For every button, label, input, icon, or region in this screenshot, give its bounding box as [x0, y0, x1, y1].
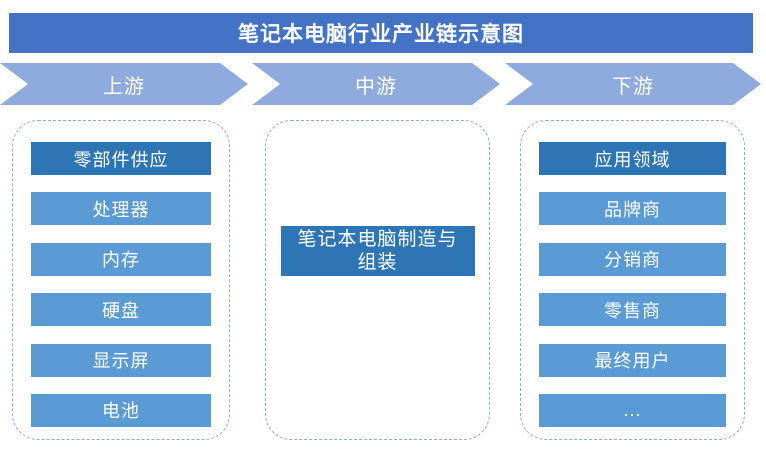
- downstream-header-box: 应用领域: [539, 142, 726, 175]
- downstream-item-stack: 应用领域 品牌商 分销商 零售商 最终用户 ...: [521, 121, 744, 439]
- upstream-panel: 零部件供应 处理器 内存 硬盘 显示屏 电池: [12, 120, 230, 440]
- upstream-header-box: 零部件供应: [31, 142, 211, 175]
- midstream-manufacturing-box: 笔记本电脑制造与 组装: [280, 226, 475, 277]
- upstream-item-stack: 零部件供应 处理器 内存 硬盘 显示屏 电池: [13, 121, 229, 439]
- upstream-item-box-battery: 电池: [31, 393, 211, 427]
- downstream-item-box-retailer: 零售商: [539, 293, 726, 327]
- downstream-item-box-more: ...: [539, 393, 726, 427]
- diagram-title: 笔记本电脑行业产业链示意图: [9, 13, 753, 53]
- upstream-item-box-harddisk: 硬盘: [31, 293, 211, 327]
- downstream-item-box-distributor: 分销商: [539, 242, 726, 276]
- stage-arrow-downstream: 下游: [505, 63, 761, 105]
- downstream-item-box-enduser: 最终用户: [539, 343, 726, 377]
- stage-arrow-midstream: 中游: [252, 63, 500, 105]
- downstream-item-box-brand: 品牌商: [539, 192, 726, 226]
- stage-arrow-upstream: 上游: [0, 63, 248, 105]
- upstream-item-box-processor: 处理器: [31, 192, 211, 226]
- downstream-panel: 应用领域 品牌商 分销商 零售商 最终用户 ...: [520, 120, 745, 440]
- midstream-panel: 笔记本电脑制造与 组装: [265, 120, 490, 440]
- upstream-item-box-display: 显示屏: [31, 343, 211, 377]
- upstream-item-box-memory: 内存: [31, 242, 211, 276]
